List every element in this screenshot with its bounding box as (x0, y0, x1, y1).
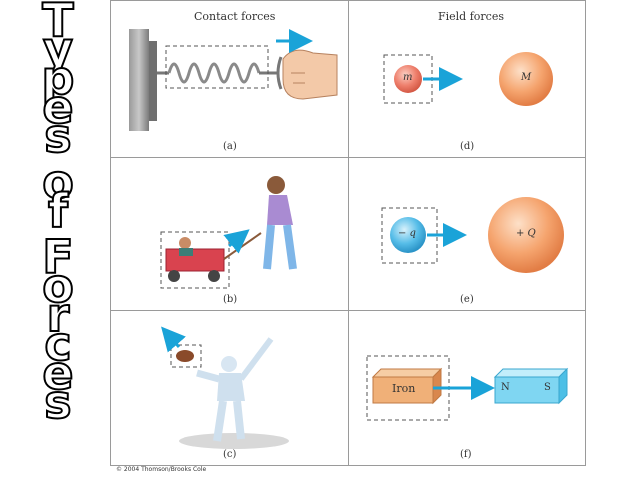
illustrations (129, 29, 569, 449)
south-pole-label: S (544, 382, 551, 393)
side-title-letter: s (43, 375, 72, 429)
positive-charge-label: + Q (516, 228, 536, 239)
electric-illustration (381, 197, 564, 273)
gravity-illustration (383, 52, 553, 106)
small-mass (394, 65, 422, 93)
caption-b: (b) (223, 294, 238, 305)
small-mass-label: m (403, 72, 413, 83)
north-pole-label: N (501, 382, 510, 393)
row-divider-2 (111, 310, 585, 311)
side-title-letter: f (47, 184, 69, 238)
field-forces-header: Field forces (438, 10, 504, 23)
positive-charge (488, 197, 564, 273)
bar-magnet (494, 376, 560, 404)
caption-d: (d) (460, 141, 475, 152)
caption-e: (e) (460, 294, 474, 305)
magnetic-illustration (366, 355, 569, 421)
copyright-notice: © 2004 Thomson/Brooks Cole (116, 466, 207, 473)
iron-label: Iron (392, 382, 416, 395)
caption-f: (f) (460, 449, 472, 460)
negative-charge (390, 217, 426, 253)
spring-illustration (129, 29, 338, 131)
football-kicker-illustration (161, 326, 289, 449)
large-mass-label: M (521, 72, 532, 83)
column-divider (348, 1, 349, 465)
wagon-illustration (160, 176, 297, 289)
forces-figure: Contact forces Field forces (110, 0, 586, 466)
contact-forces-header: Contact forces (194, 10, 276, 23)
negative-charge-label: − q (398, 228, 416, 239)
large-mass (499, 52, 553, 106)
side-title-letter: s (43, 109, 72, 163)
row-divider-1 (111, 157, 585, 158)
iron-block (372, 376, 434, 404)
caption-a: (a) (223, 141, 237, 152)
caption-c: (c) (223, 449, 237, 460)
